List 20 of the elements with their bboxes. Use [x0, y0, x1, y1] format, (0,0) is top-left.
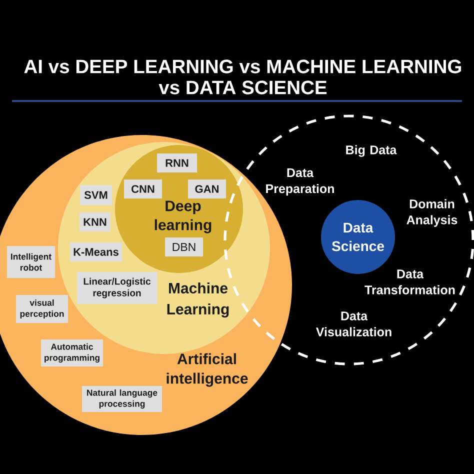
term-box: DBN [165, 238, 203, 256]
circle-label: Deep learning [154, 200, 212, 234]
circle-label: Artificial intelligence [166, 353, 248, 387]
topic-label: Data Preparation [266, 168, 334, 196]
circle-label: Machine Learning [167, 282, 229, 318]
term-box: Linear/Logistic regression [77, 272, 157, 304]
term-box: KNN [80, 212, 110, 232]
term-box: Natural language processing [82, 386, 162, 412]
term-box: Automatic programming [41, 340, 103, 366]
term-box: Intelligent robot [7, 246, 55, 278]
topic-label: Domain Analysis [406, 199, 458, 227]
term-box: visual perception [16, 295, 68, 323]
term-box: K-Means [70, 242, 122, 262]
term-box: SVM [80, 185, 112, 205]
topic-label: Data Visualization [316, 312, 392, 336]
term-box: CNN [124, 180, 162, 198]
topic-label: Big Data [346, 145, 397, 157]
term-box: GAN [188, 180, 226, 198]
term-box: RNN [157, 154, 197, 172]
title: AI vs DEEP LEARNING vs MACHINE LEARNING vs DATA SCIENCE [24, 60, 462, 94]
